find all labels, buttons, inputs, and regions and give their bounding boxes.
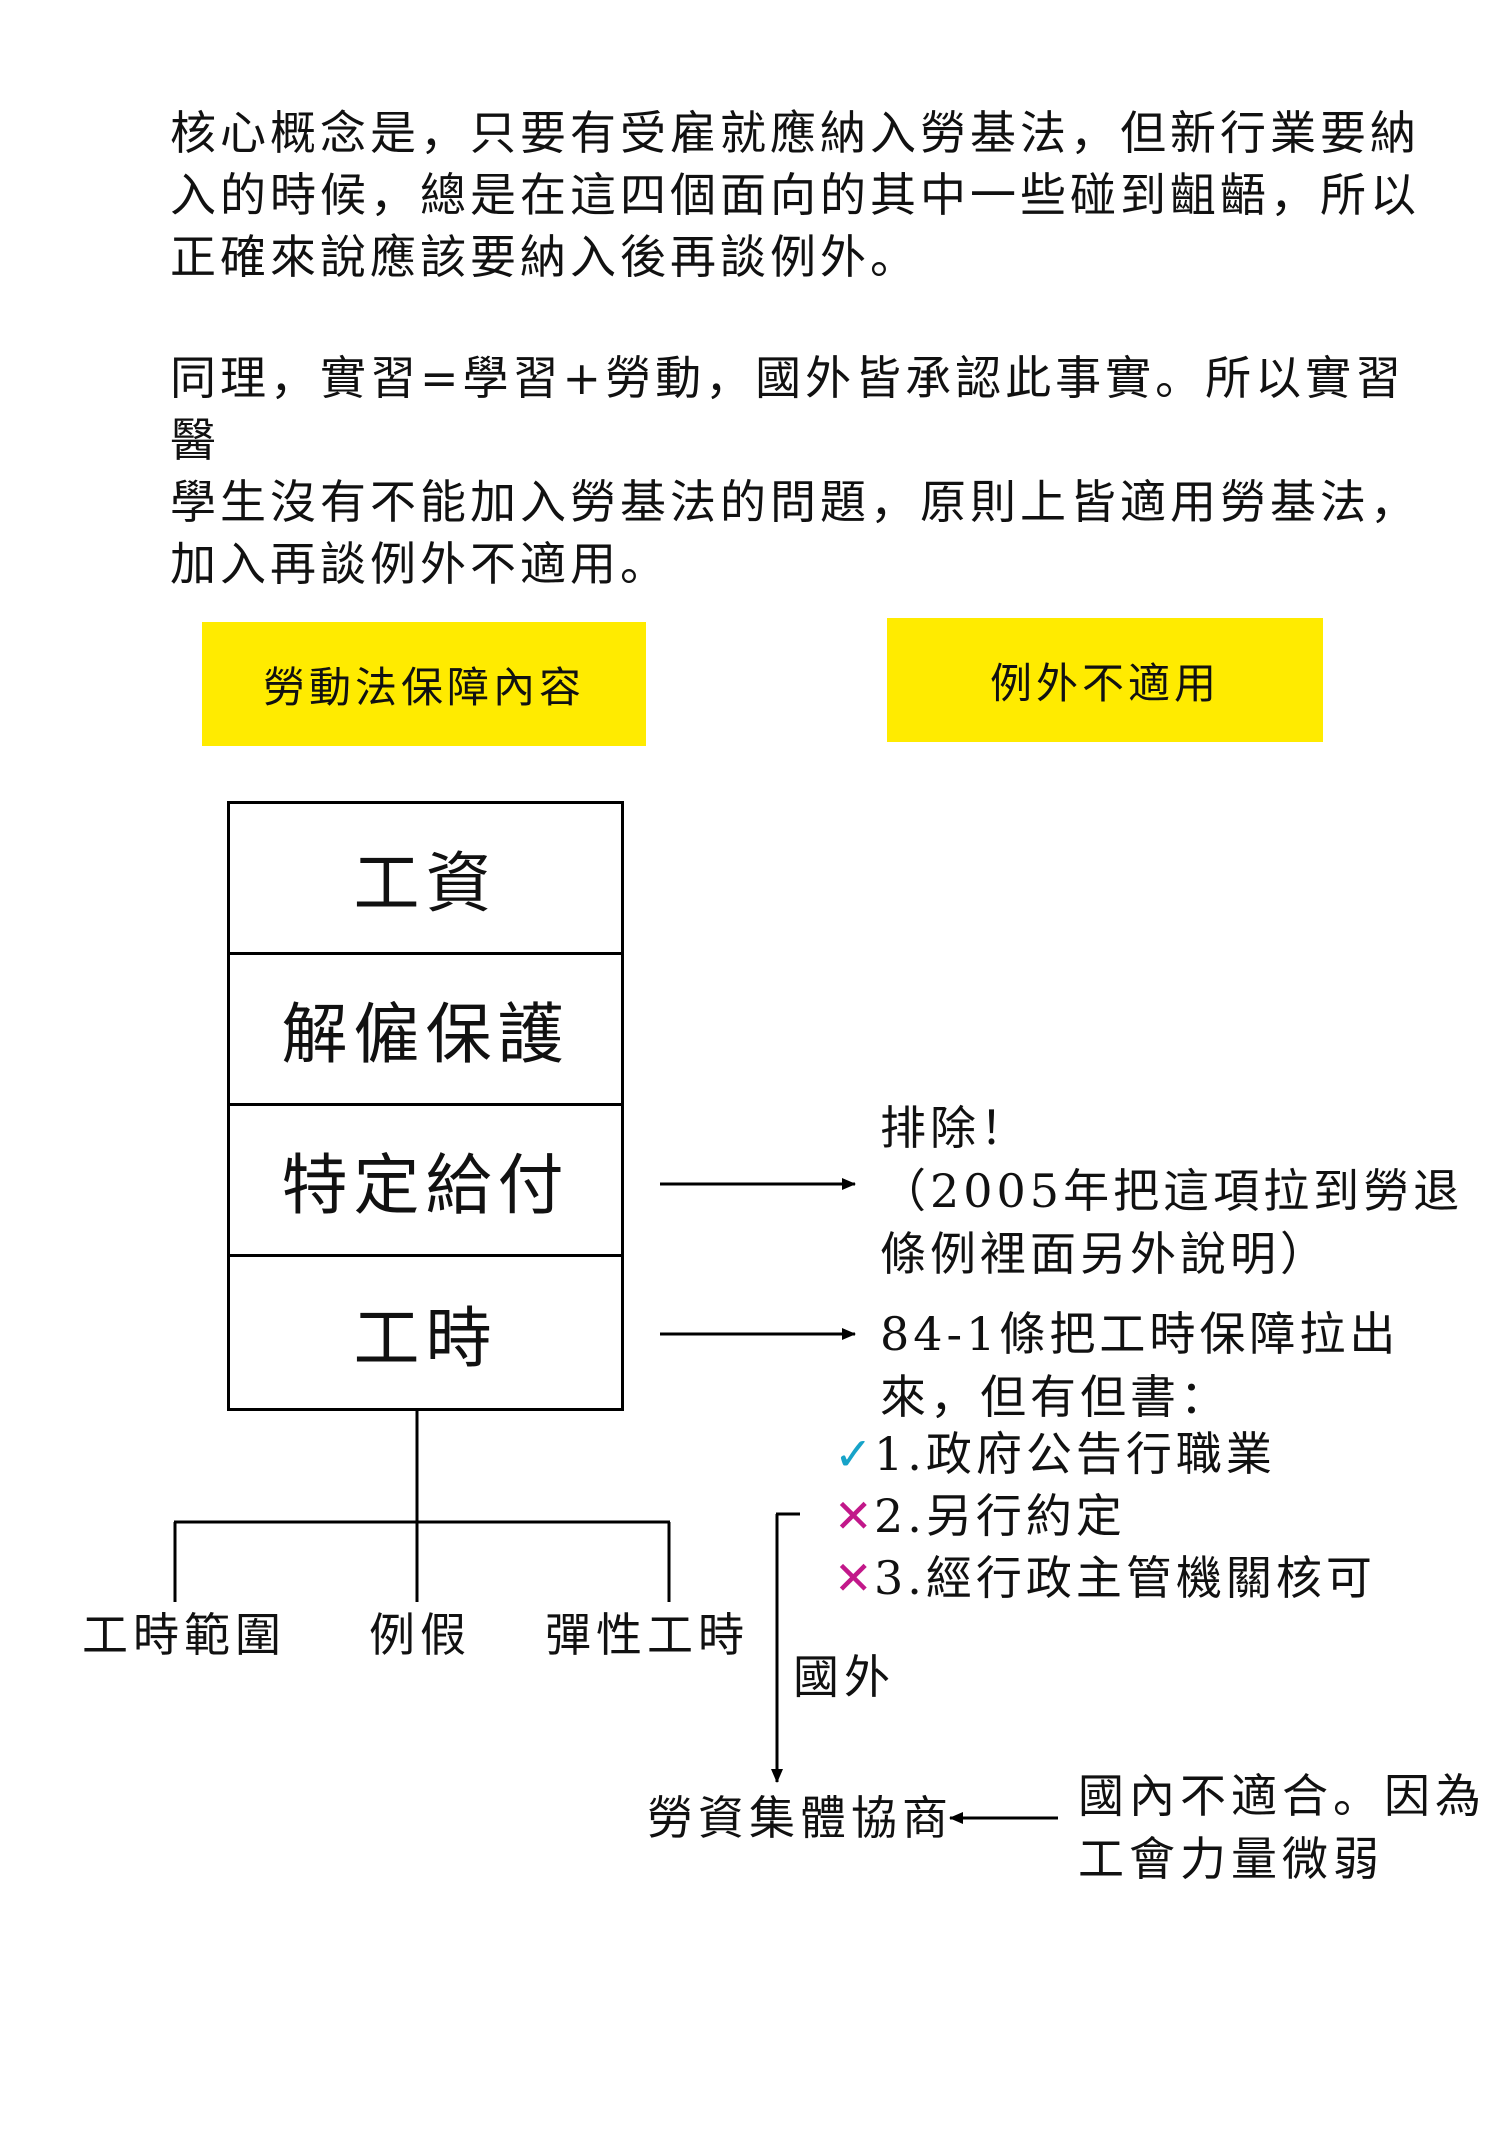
- condition-3: ✕3.經行政主管機關核可: [834, 1548, 1376, 1608]
- cross-icon: ✕: [834, 1489, 877, 1543]
- cross-icon: ✕: [834, 1551, 877, 1605]
- stack-cell-wages: 工資: [230, 804, 621, 955]
- condition-2: ✕2.另行約定: [834, 1486, 1126, 1546]
- note-working-hours: 84-1條把工時保障拉出 來，但有但書：: [880, 1307, 1400, 1424]
- condition-text: 2.另行約定: [874, 1489, 1126, 1543]
- intro-paragraph-2: 同理，實習=學習+勞動，國外皆承認此事實。所以實習醫 學生沒有不能加入勞基法的問…: [170, 351, 1420, 591]
- note-domestic: 國內不適合。因為 工會力量微弱: [1078, 1769, 1486, 1886]
- stack-cell-working-hours: 工時: [353, 1299, 498, 1377]
- intro-paragraph-1: 核心概念是，只要有受雇就應納入勞基法，但新行業要納 入的時候，總是在這四個面向的…: [170, 106, 1420, 284]
- branch-flexible-hours: 彈性工時: [545, 1608, 749, 1662]
- branch-hour-range: 工時範圍: [82, 1608, 286, 1662]
- collective-bargaining: 勞資集體協商: [647, 1791, 953, 1845]
- branch-regular-leave: 例假: [369, 1608, 471, 1662]
- stack-cell-dismissal-protection: 解僱保護: [230, 955, 621, 1106]
- condition-1: ✓1.政府公告行職業: [834, 1424, 1276, 1484]
- label-abroad: 國外: [793, 1650, 895, 1704]
- header-exceptions: 例外不適用: [887, 618, 1323, 742]
- check-icon: ✓: [834, 1427, 877, 1481]
- protection-stack: 工資 解僱保護 特定給付 工時: [227, 801, 624, 1411]
- condition-text: 3.經行政主管機關核可: [874, 1551, 1376, 1605]
- note-specific-payment: 排除！ （2005年把這項拉到勞退 條例裡面另外說明）: [880, 1101, 1464, 1281]
- stack-cell-specific-payment: 特定給付: [230, 1106, 621, 1257]
- condition-text: 1.政府公告行職業: [874, 1427, 1276, 1481]
- header-labor-protection: 勞動法保障內容: [202, 622, 646, 746]
